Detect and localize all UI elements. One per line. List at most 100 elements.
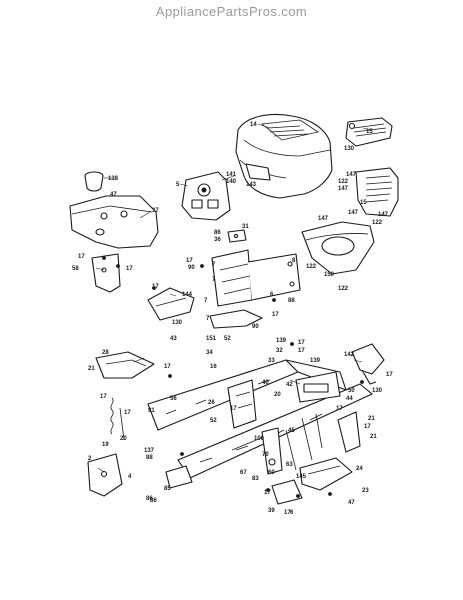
callout-130: 130 <box>372 388 383 394</box>
callout-106: 106 <box>254 436 265 442</box>
callout-86: 86 <box>150 498 157 504</box>
callout-147: 147 <box>348 210 359 216</box>
callout-122: 122 <box>338 286 349 292</box>
callout-31: 31 <box>242 224 249 230</box>
callout-142: 142 <box>344 352 355 358</box>
lever-142-part <box>351 343 385 385</box>
callout-56: 56 <box>170 396 177 402</box>
callout-47: 47 <box>110 192 117 198</box>
callout-17: 17 <box>78 254 85 260</box>
link-26-part <box>227 379 257 429</box>
callout-17: 17 <box>386 372 393 378</box>
callout-83: 83 <box>252 476 259 482</box>
callout-labels: 14 15 130 138 47 5 141 140 143 147 122 1… <box>72 122 393 516</box>
spring-rod-part <box>110 397 125 441</box>
callout-4: 4 <box>128 474 132 480</box>
callout-33: 33 <box>268 358 275 364</box>
callout-143: 143 <box>246 182 257 188</box>
callout-6: 6 <box>290 510 294 516</box>
footrest-part <box>299 457 353 491</box>
steering-support-part <box>211 249 301 307</box>
callout-28: 28 <box>102 350 109 356</box>
callout-7: 7 <box>204 298 208 304</box>
callout-17: 17 <box>298 348 305 354</box>
callout-19: 19 <box>102 442 109 448</box>
callout-16: 16 <box>210 364 217 370</box>
bracket-2-part <box>87 453 123 497</box>
grille-lower-part <box>355 167 399 217</box>
callout-21: 21 <box>368 416 375 422</box>
callout-122: 122 <box>306 264 317 270</box>
callout-140: 140 <box>226 179 237 185</box>
callout-14: 14 <box>250 122 257 128</box>
callout-145: 145 <box>296 474 307 480</box>
callout-17: 17 <box>364 424 371 430</box>
callout-20: 20 <box>120 436 127 442</box>
callout-85: 85 <box>164 486 171 492</box>
callout-17: 17 <box>126 266 133 272</box>
callout-21: 21 <box>370 434 377 440</box>
callout-21: 21 <box>88 366 95 372</box>
callout-43: 43 <box>170 336 177 342</box>
callout-147: 147 <box>378 212 389 218</box>
callout-52: 52 <box>210 418 217 424</box>
callout-17: 17 <box>152 284 159 290</box>
callout-17: 17 <box>100 394 107 400</box>
callout-147: 147 <box>346 172 357 178</box>
callout-36: 36 <box>214 237 221 243</box>
pedal-144-part <box>147 287 195 321</box>
callout-138: 138 <box>108 176 119 182</box>
callout-7: 7 <box>212 262 216 268</box>
callout-5: 5 <box>176 182 180 188</box>
callout-151: 151 <box>206 336 217 342</box>
callout-139: 139 <box>276 338 287 344</box>
callout-26: 26 <box>208 400 215 406</box>
bracket-86-part <box>227 229 247 243</box>
callout-23: 23 <box>362 488 369 494</box>
callout-122: 122 <box>372 220 383 226</box>
callout-20: 20 <box>274 392 281 398</box>
callout-17: 17 <box>298 340 305 346</box>
callout-15: 15 <box>360 200 367 206</box>
callout-15: 15 <box>366 129 373 135</box>
callout-17: 17 <box>164 364 171 370</box>
battery-tray-part <box>95 351 155 379</box>
callout-86: 86 <box>146 496 153 502</box>
link-rods-part <box>285 413 323 471</box>
callout-39: 39 <box>268 508 275 514</box>
callout-34: 34 <box>206 350 213 356</box>
cup-holder-part <box>84 171 104 192</box>
callout-150: 150 <box>324 272 335 278</box>
callout-42: 42 <box>286 382 293 388</box>
callout-90: 90 <box>188 265 195 271</box>
bottom-plate-part <box>209 309 263 329</box>
callout-17: 17 <box>264 490 271 496</box>
callout-17: 17 <box>186 258 193 264</box>
callout-147: 147 <box>318 216 329 222</box>
callout-86: 86 <box>214 230 221 236</box>
callout-44: 44 <box>346 396 353 402</box>
callout-2: 2 <box>88 456 92 462</box>
callout-17: 17 <box>284 510 291 516</box>
fender-part <box>301 221 375 275</box>
callout-17: 17 <box>272 312 279 318</box>
callout-88: 88 <box>288 298 295 304</box>
arm-21-part <box>337 411 361 453</box>
fasteners-group <box>102 256 364 498</box>
callout-17: 17 <box>230 406 237 412</box>
callout-88: 88 <box>146 455 153 461</box>
callout-122: 122 <box>338 179 349 185</box>
callout-90: 90 <box>252 324 259 330</box>
callout-130: 130 <box>172 320 183 326</box>
callout-91: 91 <box>148 408 155 414</box>
axle-shaft-part <box>231 427 283 475</box>
watermark-text: AppliancePartsPros.com <box>155 4 308 19</box>
callout-7: 7 <box>212 277 216 283</box>
callout-52: 52 <box>224 336 231 342</box>
callout-32: 32 <box>276 348 283 354</box>
callout-50: 50 <box>348 388 355 394</box>
bracket-58-part <box>91 253 121 293</box>
callout-137: 137 <box>144 448 155 454</box>
callout-63: 63 <box>286 462 293 468</box>
